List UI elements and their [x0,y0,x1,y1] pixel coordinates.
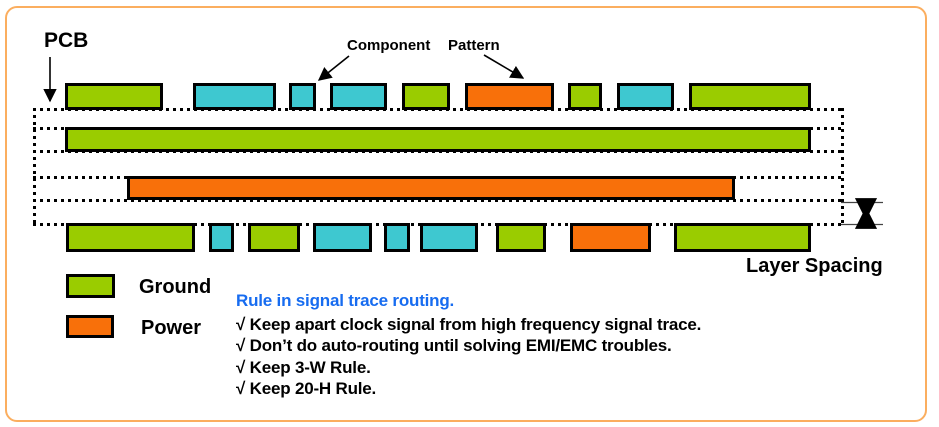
component-block-top [568,83,602,110]
component-block-bottom [570,223,651,252]
component-block-top [617,83,674,110]
component-block-top [193,83,276,110]
frame-border [5,6,927,422]
board-left-edge-line [33,108,36,226]
component-block-top [465,83,554,110]
component-block-bottom [313,223,372,252]
component-block-top [65,83,163,110]
power-plane [127,176,735,200]
component-block-bottom [209,223,234,252]
rules-heading: Rule in signal trace routing. [236,291,455,310]
board-right-edge-line [841,108,844,226]
rule-item: √ Keep apart clock signal from high freq… [236,314,702,334]
ground-legend-label: Ground [139,276,212,298]
component-block-bottom [248,223,300,252]
rule-item: √ Don’t do auto-routing until solving EM… [236,336,672,355]
component-label: Component [347,37,431,54]
component-block-bottom [66,223,195,252]
ground-legend-swatch [66,274,115,298]
pattern-label: Pattern [448,37,500,54]
component-block-top [402,83,450,110]
rule-item: √ Keep 20-H Rule. [236,379,377,398]
component-block-top [289,83,316,110]
component-block-top [689,83,811,110]
rule-item: √ Keep 3-W Rule. [236,357,371,377]
power-legend-swatch [66,315,114,338]
rules-list: √ Keep apart clock signal from high freq… [236,314,796,400]
rules-block: Rule in signal trace routing. √ Keep apa… [236,290,796,400]
component-block-bottom [674,223,811,252]
pcb-label: PCB [44,29,89,52]
component-block-bottom [420,223,478,252]
power-layer-bottom-line [33,199,843,202]
layer-spacing-label: Layer Spacing [746,255,883,277]
component-block-top [330,83,387,110]
component-block-bottom [496,223,546,252]
power-legend-label: Power [141,317,202,339]
ground-plane [65,127,811,152]
component-block-bottom [384,223,410,252]
